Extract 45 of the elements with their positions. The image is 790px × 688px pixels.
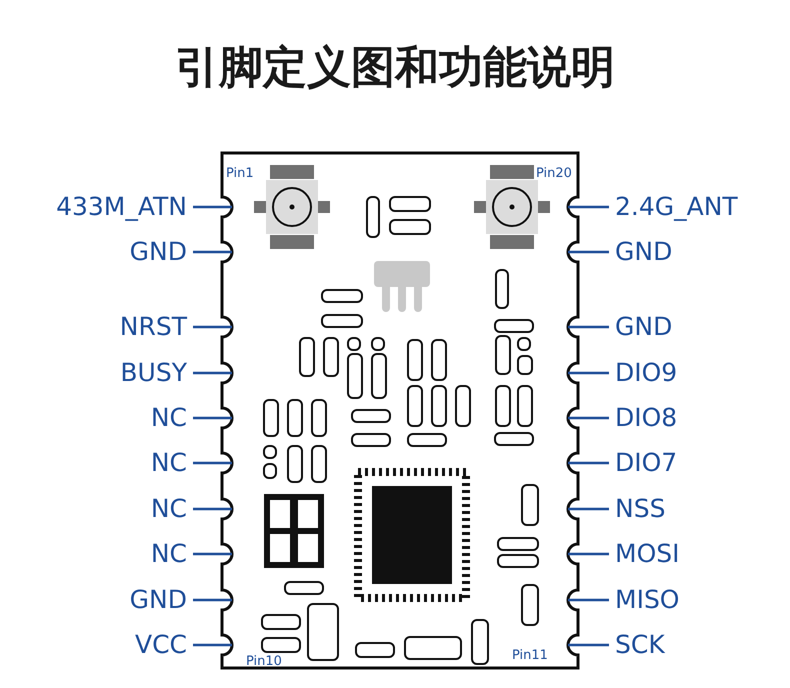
- pin-number-label: Pin10: [246, 654, 282, 669]
- leader-line: [568, 206, 609, 208]
- pin-name: NSS: [615, 494, 666, 524]
- pin-name: VCC: [134, 630, 187, 660]
- pin-name: GND: [130, 585, 187, 615]
- leader-line: [568, 598, 609, 602]
- leader-line: [568, 462, 609, 464]
- pin-name: DIO9: [615, 358, 678, 388]
- leader-line: [193, 326, 232, 328]
- pin-name: GND: [615, 312, 672, 342]
- leader-line: [568, 326, 609, 328]
- pin-name: NC: [150, 494, 187, 524]
- pin-name: NC: [150, 448, 187, 478]
- leader-line: [193, 552, 232, 556]
- leader-line: [193, 508, 232, 510]
- pin-name: DIO7: [615, 448, 678, 478]
- leader-line: [193, 462, 232, 464]
- pin-name: BUSY: [120, 358, 187, 388]
- leader-line: [193, 598, 232, 602]
- leader-line: [193, 416, 232, 420]
- leader-line: [193, 372, 232, 374]
- title: 引脚定义图和功能说明: [174, 41, 616, 95]
- leader-line: [568, 372, 609, 374]
- pin-name: 2.4G_ANT: [615, 192, 738, 222]
- pin-number-label: Pin11: [512, 648, 548, 663]
- pin-name: GND: [130, 237, 187, 267]
- leader-line: [193, 644, 232, 646]
- pin-name: MISO: [615, 585, 680, 615]
- leader-line: [568, 416, 609, 420]
- leader-line: [568, 644, 609, 646]
- pin-name: MOSI: [615, 539, 680, 569]
- pin-name: NRST: [120, 312, 187, 342]
- leader-line: [568, 250, 609, 254]
- pin-name: SCK: [615, 630, 665, 660]
- pin-name: 433M_ATN: [56, 192, 187, 222]
- pin-name: NC: [150, 403, 187, 433]
- pin-number-label: Pin20: [536, 166, 572, 181]
- pin-name: GND: [615, 237, 672, 267]
- leader-line: [193, 206, 232, 208]
- leader-line: [193, 250, 232, 254]
- pin-name: DIO8: [615, 403, 678, 433]
- leader-line: [568, 552, 609, 556]
- pin-number-label: Pin1: [226, 166, 254, 181]
- pin-name: NC: [150, 539, 187, 569]
- leader-line: [568, 508, 609, 510]
